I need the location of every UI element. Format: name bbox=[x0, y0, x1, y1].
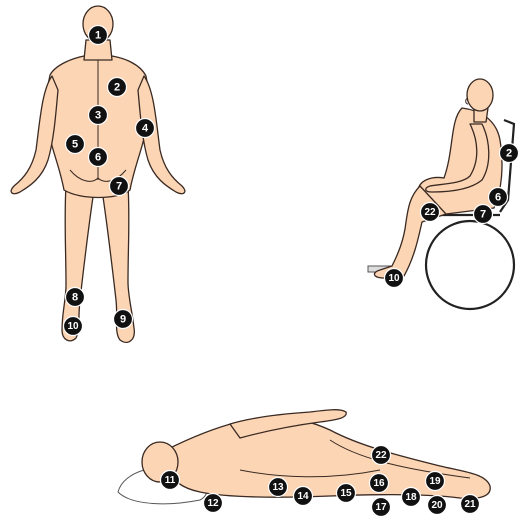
marker-lying-side-19: 19 bbox=[426, 472, 445, 491]
marker-label: 21 bbox=[464, 499, 476, 510]
marker-label: 9 bbox=[120, 314, 126, 326]
marker-standing-back-8: 8 bbox=[66, 288, 85, 307]
marker-label: 11 bbox=[165, 475, 176, 486]
marker-label: 13 bbox=[272, 482, 284, 493]
marker-label: 2 bbox=[114, 82, 120, 94]
marker-label: 18 bbox=[405, 492, 417, 503]
marker-seated-wheelchair-2: 2 bbox=[500, 144, 518, 163]
standing-figure bbox=[11, 6, 185, 342]
marker-label: 19 bbox=[429, 476, 441, 487]
marker-lying-side-12: 12 bbox=[204, 494, 223, 513]
marker-standing-back-1: 1 bbox=[89, 26, 108, 45]
marker-label: 6 bbox=[95, 152, 101, 164]
marker-lying-side-15: 15 bbox=[337, 484, 356, 503]
marker-lying-side-11: 11 bbox=[161, 471, 180, 490]
marker-lying-side-21: 21 bbox=[461, 495, 480, 514]
marker-label: 6 bbox=[495, 192, 501, 204]
marker-label: 12 bbox=[207, 498, 219, 509]
marker-label: 14 bbox=[297, 491, 309, 502]
marker-lying-side-22: 22 bbox=[372, 446, 391, 465]
marker-seated-wheelchair-22: 22 bbox=[421, 203, 440, 222]
marker-label: 7 bbox=[116, 181, 122, 193]
marker-label: 15 bbox=[340, 488, 352, 499]
marker-standing-back-2: 2 bbox=[108, 78, 127, 97]
marker-label: 8 bbox=[72, 292, 78, 304]
marker-label: 16 bbox=[373, 478, 385, 489]
marker-label: 10 bbox=[67, 321, 79, 332]
marker-lying-side-18: 18 bbox=[402, 488, 421, 507]
marker-standing-back-6: 6 bbox=[89, 148, 108, 167]
marker-label: 22 bbox=[424, 207, 436, 218]
marker-seated-wheelchair-6: 6 bbox=[489, 188, 508, 207]
marker-standing-back-3: 3 bbox=[89, 106, 108, 125]
marker-lying-side-14: 14 bbox=[294, 487, 313, 506]
marker-seated-wheelchair-10: 10 bbox=[385, 269, 404, 288]
marker-label: 1 bbox=[95, 30, 101, 42]
marker-standing-back-7: 7 bbox=[110, 177, 129, 196]
marker-label: 10 bbox=[388, 273, 400, 284]
marker-label: 20 bbox=[431, 500, 443, 511]
marker-label: 7 bbox=[480, 209, 486, 221]
marker-label: 3 bbox=[95, 110, 101, 122]
marker-lying-side-16: 16 bbox=[370, 474, 389, 493]
marker-standing-back-9: 9 bbox=[114, 310, 133, 329]
marker-label: 17 bbox=[375, 502, 387, 513]
wheelchair-wheel bbox=[426, 221, 514, 309]
marker-standing-back-10: 10 bbox=[64, 317, 83, 336]
marker-label: 5 bbox=[72, 139, 78, 151]
marker-label: 2 bbox=[506, 148, 512, 160]
marker-label: 22 bbox=[375, 450, 387, 461]
marker-lying-side-20: 20 bbox=[428, 496, 447, 515]
marker-lying-side-17: 17 bbox=[372, 498, 391, 517]
marker-standing-back-5: 5 bbox=[66, 135, 85, 154]
marker-standing-back-4: 4 bbox=[136, 119, 155, 138]
marker-lying-side-13: 13 bbox=[269, 478, 288, 497]
marker-label: 4 bbox=[142, 123, 149, 135]
marker-seated-wheelchair-7: 7 bbox=[474, 205, 493, 224]
